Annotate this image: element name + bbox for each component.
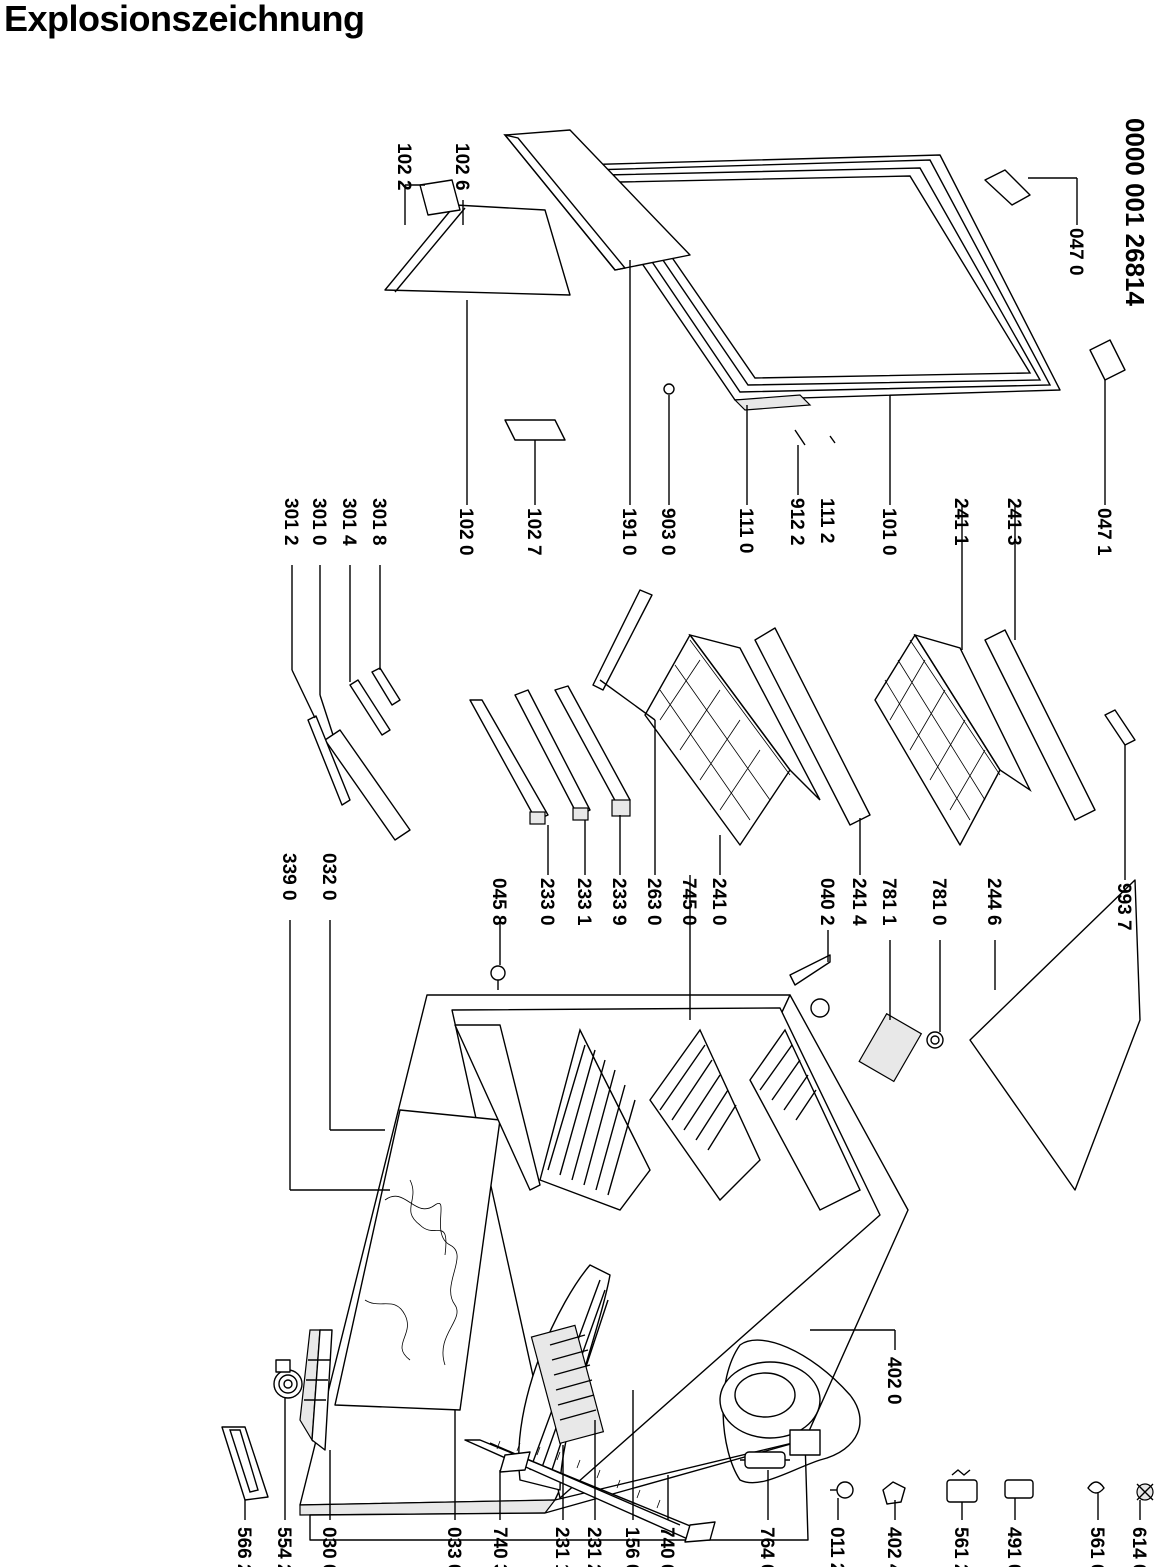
callout-2410: 241 0 — [708, 878, 729, 926]
leader-lines — [244, 177, 1141, 1520]
callout-1110: 111 0 — [735, 508, 756, 553]
callout-5542: 554 2 — [273, 1527, 294, 1567]
callout-0470: 047 0 — [1065, 228, 1086, 276]
callout-0320: 032 0 — [318, 853, 339, 901]
callout-2330: 233 0 — [536, 878, 557, 926]
callout-1560: 156 0 — [621, 1527, 642, 1567]
callout-1026: 102 6 — [451, 143, 472, 191]
callout-3010: 301 0 — [308, 498, 329, 546]
callout-5610: 561 0 — [1086, 1527, 1107, 1567]
callout-0112: 011 2 — [826, 1527, 847, 1567]
callout-2413: 241 3 — [1003, 498, 1024, 546]
callout-4024: 402 4 — [883, 1527, 904, 1567]
callout-7640: 764 0 — [756, 1527, 777, 1567]
callout-labels: 566 2 554 2 030 0 033 0 740 3 231 1 231 … — [233, 143, 1149, 1567]
callout-0458: 045 8 — [488, 878, 509, 926]
loose-parts-left — [221, 965, 1154, 1505]
foot-0470 — [984, 169, 1031, 206]
callout-2312: 231 2 — [583, 1527, 604, 1567]
callout-5662: 566 2 — [233, 1527, 254, 1567]
callout-9030: 903 0 — [657, 508, 678, 556]
callout-7450: 745 0 — [678, 878, 699, 926]
callout-1910: 191 0 — [618, 508, 639, 556]
loose-parts-middle — [789, 954, 944, 1083]
callout-2311: 231 1 — [551, 1527, 572, 1567]
callout-7811: 781 1 — [878, 878, 899, 926]
callout-7403: 740 3 — [489, 1527, 510, 1567]
callout-9937: 993 7 — [1113, 883, 1134, 931]
drawer-front-lower — [984, 629, 1096, 821]
door-rails — [469, 589, 653, 825]
callout-2446: 244 6 — [983, 878, 1004, 926]
callout-2630: 263 0 — [643, 878, 664, 926]
door-assembly — [384, 129, 1061, 446]
callout-0471: 047 1 — [1093, 508, 1114, 556]
callout-2331: 233 1 — [573, 878, 594, 926]
callout-1022: 102 2 — [393, 143, 414, 191]
callout-2411: 241 1 — [950, 498, 971, 546]
callout-3018: 301 8 — [368, 498, 389, 546]
callout-7810: 781 0 — [928, 878, 949, 926]
condenser — [464, 1439, 790, 1543]
wire-basket-upper — [644, 633, 821, 846]
callout-0300: 030 0 — [318, 1527, 339, 1567]
callout-0330: 033 0 — [443, 1527, 464, 1567]
callout-1010: 101 0 — [878, 508, 899, 556]
callout-4020: 402 0 — [883, 1357, 904, 1405]
top-trim-parts — [307, 667, 411, 841]
callout-2339: 233 9 — [608, 878, 629, 926]
callout-5612: 561 2 — [950, 1527, 971, 1567]
clip-9937 — [1104, 709, 1136, 746]
worktop-details — [299, 1109, 501, 1451]
callout-2414: 241 4 — [848, 878, 869, 926]
callout-1027: 102 7 — [523, 508, 544, 556]
callout-4910: 491 0 — [1003, 1527, 1024, 1567]
callout-7400: 740 0 — [656, 1527, 677, 1567]
compressor — [719, 1361, 821, 1456]
callout-3012: 301 2 — [280, 498, 301, 546]
cabinet-shelves — [454, 1024, 861, 1211]
callout-9122: 912 2 — [786, 498, 807, 546]
glass-shelf — [969, 879, 1141, 1191]
callout-6140: 614 0 — [1128, 1527, 1149, 1567]
foot-0471 — [1089, 339, 1126, 381]
callout-0402: 040 2 — [816, 878, 837, 926]
drawer-front-upper — [754, 627, 871, 826]
callout-3390: 339 0 — [278, 853, 299, 901]
wire-basket-lower — [874, 633, 1032, 846]
callout-1112: 111 2 — [816, 498, 837, 543]
callout-1020: 102 0 — [455, 508, 476, 556]
callout-3014: 301 4 — [338, 498, 359, 546]
page-title: Explosionszeichnung — [4, 0, 365, 39]
evaporator-assembly — [518, 1264, 611, 1491]
